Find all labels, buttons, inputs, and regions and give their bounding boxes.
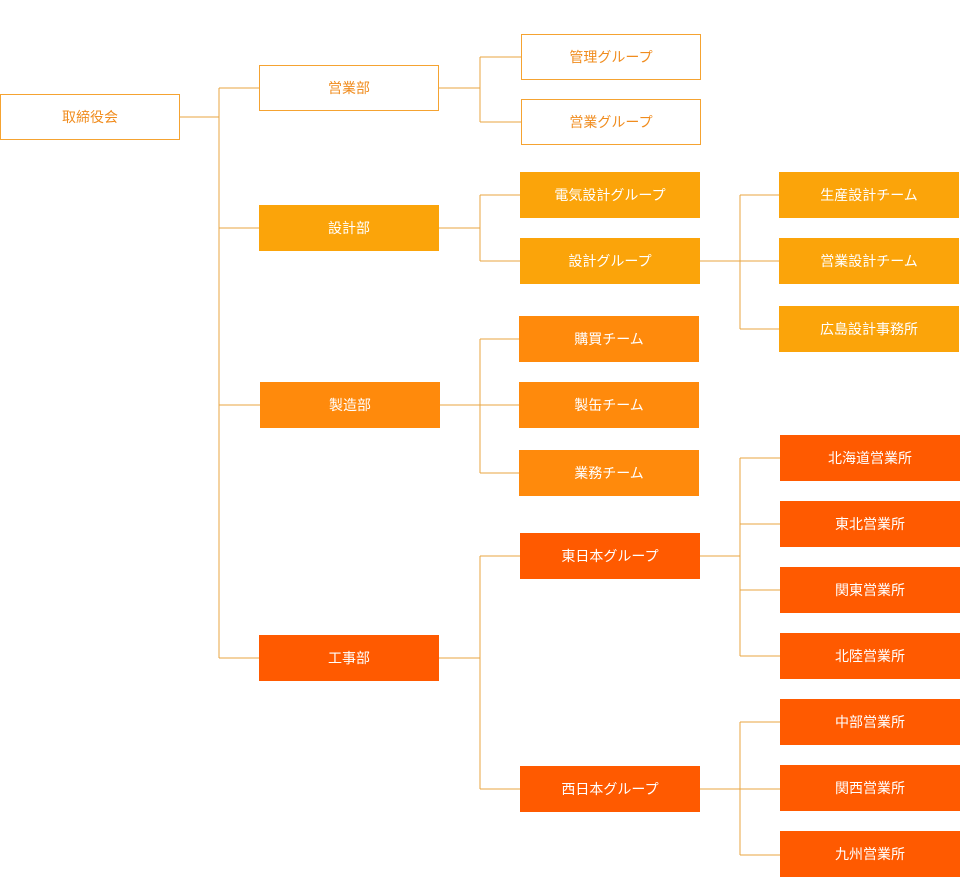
node-operations-team: 業務チーム [519,450,699,496]
node-sales-dept: 営業部 [259,65,439,111]
node-can-making-team: 製缶チーム [519,382,699,428]
node-construction-dept: 工事部 [259,635,439,681]
node-west-japan-group: 西日本グループ [520,766,700,812]
node-design-dept: 設計部 [259,205,439,251]
node-hiroshima-design-office: 広島設計事務所 [779,306,959,352]
node-chubu-office: 中部営業所 [780,699,960,745]
node-kanto-office: 関東営業所 [780,567,960,613]
node-kyushu-office: 九州営業所 [780,831,960,877]
node-board: 取締役会 [0,94,180,140]
node-tohoku-office: 東北営業所 [780,501,960,547]
node-electrical-design-group: 電気設計グループ [520,172,700,218]
node-sales-group: 営業グループ [521,99,701,145]
node-sales-design-team: 営業設計チーム [779,238,959,284]
node-east-japan-group: 東日本グループ [520,533,700,579]
node-manufacturing-dept: 製造部 [260,382,440,428]
node-purchasing-team: 購買チーム [519,316,699,362]
node-hokkaido-office: 北海道営業所 [780,435,960,481]
node-design-group: 設計グループ [520,238,700,284]
node-management-group: 管理グループ [521,34,701,80]
node-hokuriku-office: 北陸営業所 [780,633,960,679]
node-production-design-team: 生産設計チーム [779,172,959,218]
node-kansai-office: 関西営業所 [780,765,960,811]
